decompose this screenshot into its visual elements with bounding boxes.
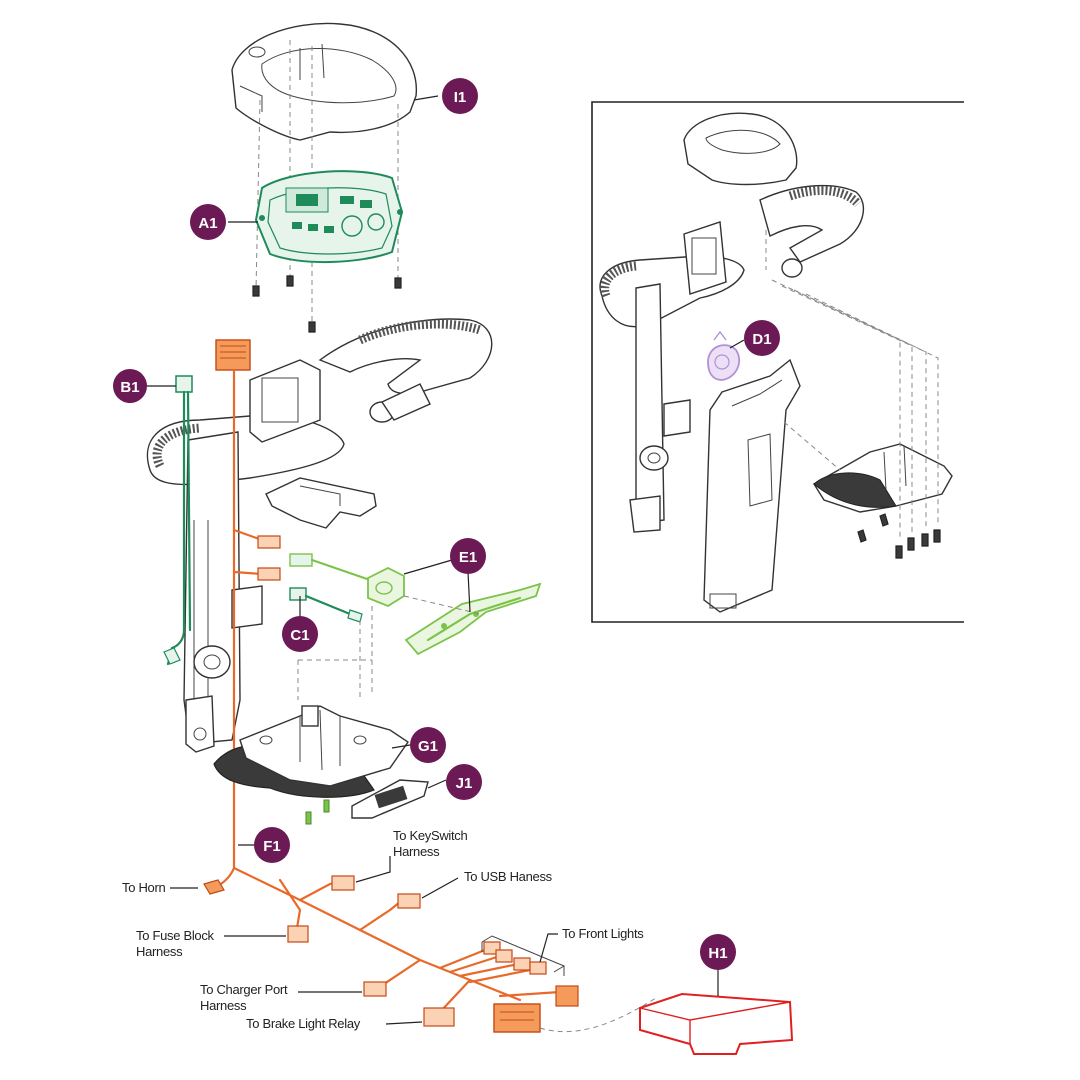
leader-lines [146,95,745,1025]
tiller-column [183,431,263,753]
label-keyswitch-line2: Harness [393,844,440,859]
label-fuse-block-line1: To Fuse Block [136,928,215,943]
front-lights-bracket [481,935,566,976]
alignment-lines-middle [297,595,481,700]
label-fuse-block-line2: Harness [136,944,183,959]
callout-g1: G1 [410,727,446,763]
screws-bottom [305,799,330,825]
harness-connector-top [215,339,251,371]
callout-b1: B1 [113,369,147,403]
controller-a1 [254,170,404,263]
screws-top [252,275,402,333]
label-charger-port-line2: Harness [200,998,247,1013]
callout-d1: D1 [744,320,780,356]
callout-g1-text: G1 [418,738,438,755]
callout-f1: F1 [254,827,290,863]
callout-e1: E1 [450,538,486,574]
callout-f1-text: F1 [263,838,281,855]
callout-h1-text: H1 [708,945,727,962]
label-charger-port-line1: To Charger Port [200,982,288,997]
throttle-e1 [367,566,542,656]
callout-j1-text: J1 [456,775,473,792]
callout-i1: I1 [442,78,478,114]
switch-c1 [289,553,372,623]
callout-a1-text: A1 [198,215,217,232]
lower-shroud-g1 [213,705,409,798]
callout-b1-text: B1 [120,379,139,396]
label-horn: To Horn [122,880,165,895]
callout-e1-text: E1 [459,549,477,566]
bottom-panel-j1 [351,779,429,819]
callout-c1-text: C1 [290,627,309,644]
inset-detail-box [591,101,964,623]
label-usb: To USB Haness [464,869,553,884]
label-keyswitch-line1: To KeySwitch [393,828,468,843]
label-brake-light: To Brake Light Relay [246,1016,361,1031]
callout-d1-text: D1 [752,331,771,348]
callout-j1: J1 [446,764,482,800]
callout-a1: A1 [190,204,226,240]
callout-h1: H1 [700,934,736,970]
cable-b1 [163,375,193,666]
harness-connectors [203,535,579,1033]
tiller-handlebar [146,318,493,486]
cover-h1 [539,992,794,1055]
bracket-plate [265,477,377,529]
shroud-top-i1 [231,22,417,141]
label-front-lights: To Front Lights [562,926,644,941]
callout-i1-text: I1 [454,89,467,106]
callout-c1: C1 [282,616,318,652]
